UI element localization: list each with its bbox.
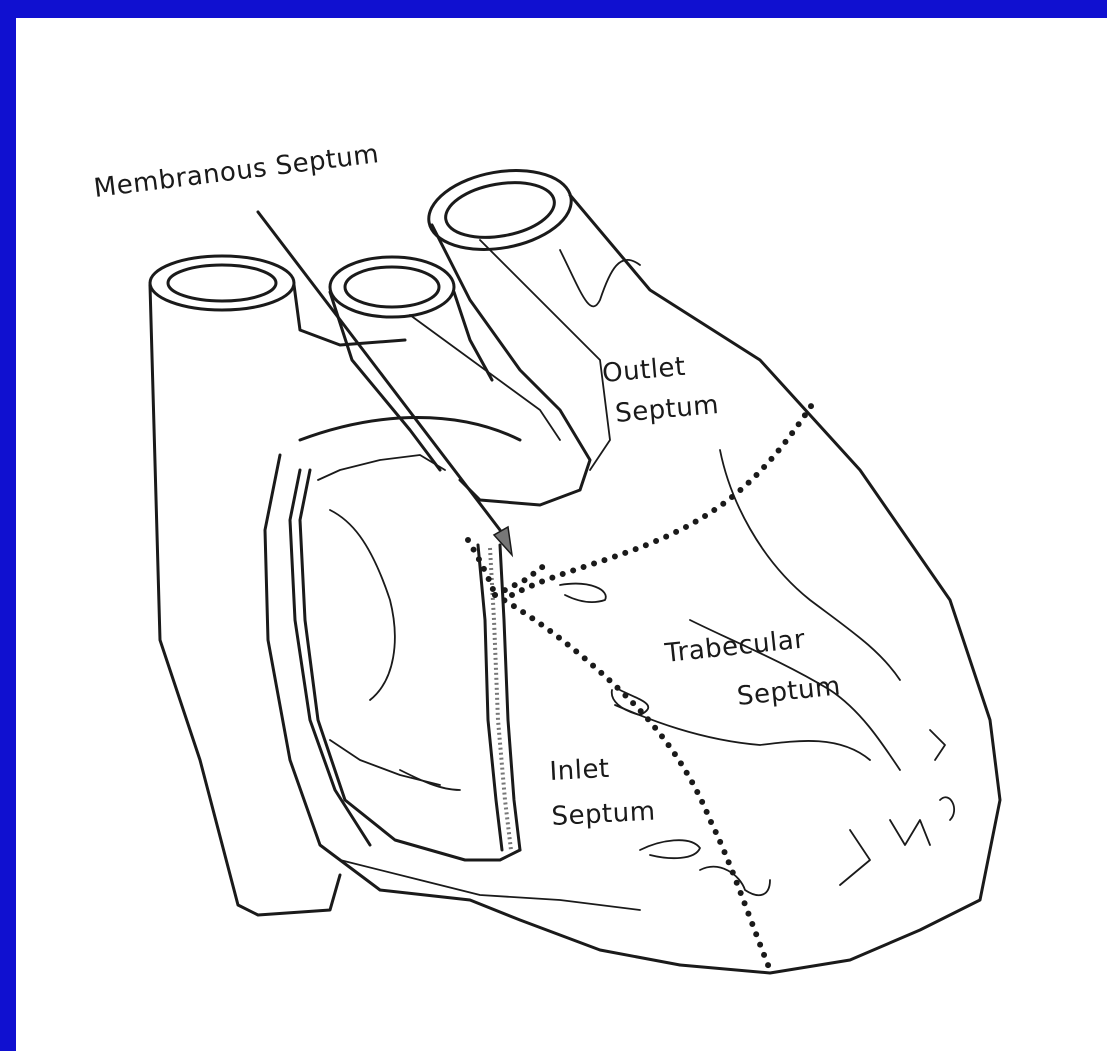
label-inlet-septum-line2: Septum [551,797,656,832]
label-outlet-septum-line2: Septum [614,390,720,429]
septum-band [478,545,520,850]
label-inlet-septum-line1: Inlet [549,754,611,787]
middle-vessel [330,257,560,470]
diagram-canvas: Membranous Septum Outlet Septum Trabecul… [16,18,1107,1051]
membranous-arrow [258,212,512,555]
heart-outline [265,418,680,966]
label-trabecular-septum-line1: Trabecular [663,624,807,669]
label-outlet-septum-line1: Outlet [601,352,687,389]
heart-septum-diagram: Membranous Septum Outlet Septum Trabecul… [16,18,1107,1051]
label-membranous-septum: Membranous Septum [92,139,381,204]
right-vessel [422,160,1000,973]
label-trabecular-septum-line2: Septum [736,671,843,712]
